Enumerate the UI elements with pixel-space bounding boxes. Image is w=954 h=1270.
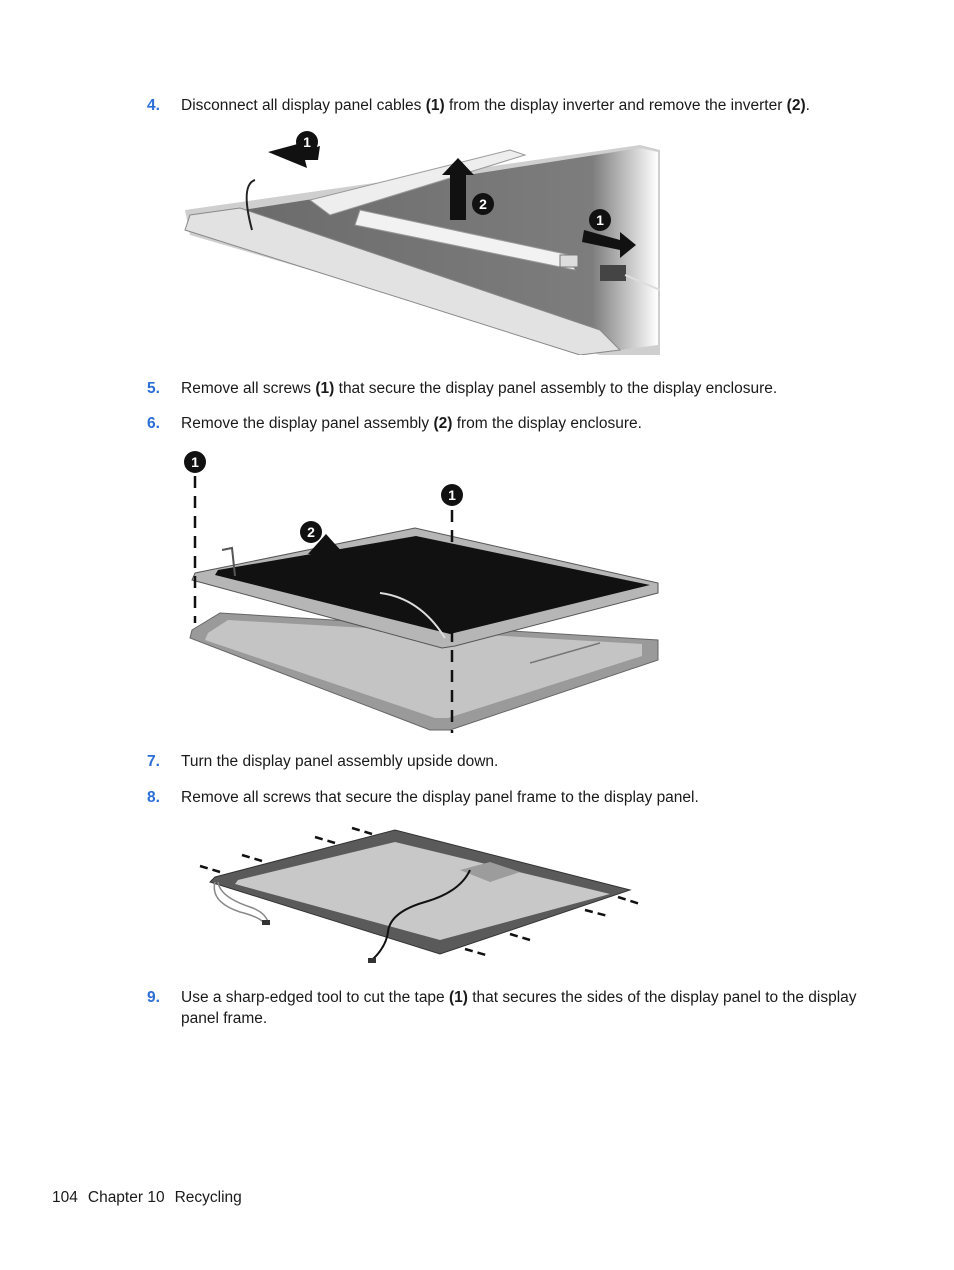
step-number: 8. xyxy=(147,789,160,806)
callout-number: 1 xyxy=(303,134,311,150)
text-run: that secure the display panel assembly t… xyxy=(334,380,778,397)
step-number: 5. xyxy=(147,380,160,397)
text-run: Remove the display panel assembly xyxy=(181,415,434,432)
callout-ref: (2) xyxy=(433,415,453,432)
callout-ref: (1) xyxy=(315,380,335,397)
text-run: . xyxy=(805,97,810,114)
callout-marker: 1 xyxy=(184,451,206,473)
panel-frame-screws-illustration xyxy=(199,826,641,963)
inverter-removal-illustration: 1 2 1 xyxy=(184,131,660,355)
text-run: Turn the display panel assembly upside d… xyxy=(181,753,499,770)
step-text: Remove the display panel assembly (2) fr… xyxy=(181,413,871,434)
step-number: 4. xyxy=(147,97,160,114)
step-number: 7. xyxy=(147,753,160,770)
step-text: Remove all screws (1) that secure the di… xyxy=(181,378,871,399)
text-run: from the display enclosure. xyxy=(452,415,642,432)
callout-marker: 2 xyxy=(472,193,494,215)
section-label: Recycling xyxy=(174,1189,242,1206)
step-text: Remove all screws that secure the displa… xyxy=(181,787,871,808)
text-run: Remove all screws xyxy=(181,380,316,397)
step-number: 9. xyxy=(147,989,160,1006)
text-run: from the display inverter and remove the… xyxy=(444,97,787,114)
callout-ref: (1) xyxy=(425,97,445,114)
step-text: Use a sharp-edged tool to cut the tape (… xyxy=(181,987,871,1029)
callout-number: 2 xyxy=(307,524,315,540)
text-run: Remove all screws that secure the displa… xyxy=(181,789,699,806)
page-number: 104 xyxy=(52,1189,78,1206)
panel-assembly-removal-illustration: 1 1 2 xyxy=(184,451,659,733)
step-text: Turn the display panel assembly upside d… xyxy=(181,751,871,772)
callout-marker: 1 xyxy=(441,484,463,506)
callout-ref: (2) xyxy=(786,97,806,114)
text-run: that secures the sides of the display pa… xyxy=(181,989,857,1027)
callout-number: 1 xyxy=(448,487,456,503)
callout-number: 1 xyxy=(596,212,604,228)
text-run: Disconnect all display panel cables xyxy=(181,97,426,114)
callout-marker: 1 xyxy=(589,209,611,231)
callout-marker: 2 xyxy=(300,521,322,543)
text-run: Use a sharp-edged tool to cut the tape xyxy=(181,989,449,1006)
page-footer: 104 Chapter 10 Recycling xyxy=(52,1189,252,1207)
chapter-label: Chapter 10 xyxy=(87,1189,165,1206)
step-number: 6. xyxy=(147,415,160,432)
step-text: Disconnect all display panel cables (1) … xyxy=(181,95,871,116)
callout-number: 1 xyxy=(191,454,199,470)
callout-number: 2 xyxy=(479,196,487,212)
callout-marker: 1 xyxy=(296,131,318,153)
callout-ref: (1) xyxy=(448,989,468,1006)
